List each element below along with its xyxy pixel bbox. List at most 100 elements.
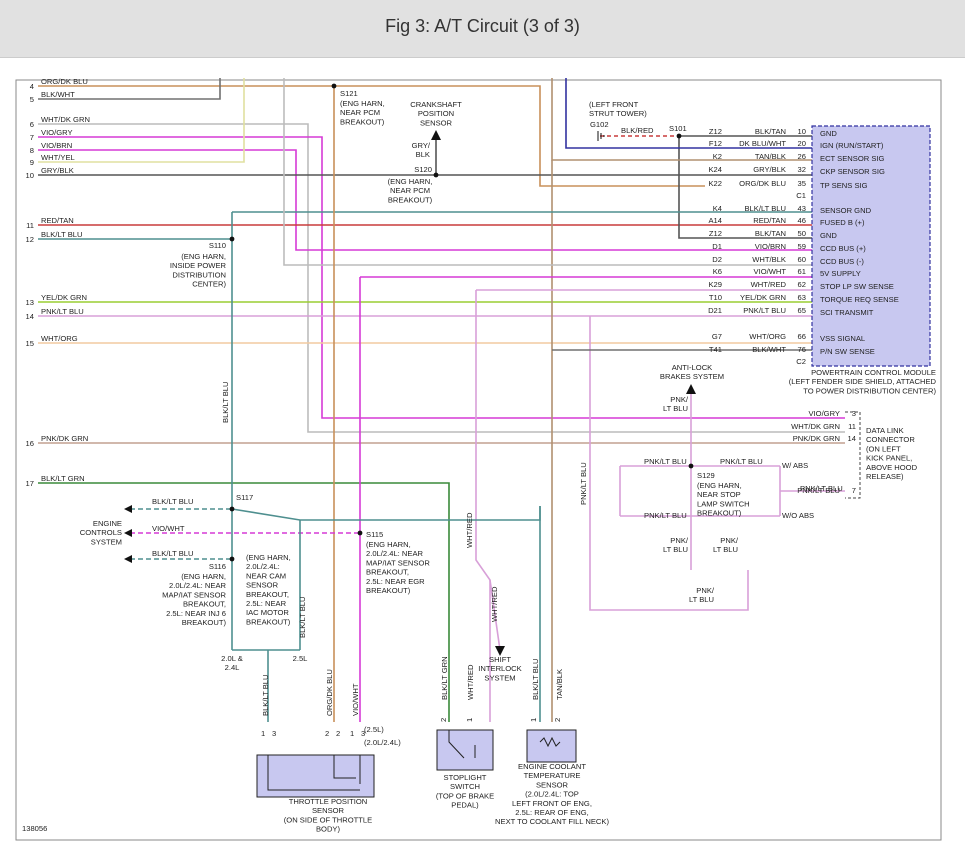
stoplight-pin-1: 1 [465, 718, 474, 722]
pcm-pin-color: RED/TAN [753, 216, 786, 225]
ecs-label: CONTROLS [80, 528, 122, 537]
wire-label-w9: WHT/YEL [41, 153, 75, 162]
ect-wire-1: BLK/LT BLU [531, 658, 540, 700]
ect-desc: 2.5L: REAR OF ENG, [515, 808, 588, 817]
pcm-description: TO POWER DISTRIBUTION CENTER) [803, 386, 936, 395]
pcm-pin-circuit: F12 [709, 139, 722, 148]
s129-dot [688, 463, 694, 469]
s116-label: S116 [209, 562, 226, 571]
figure-title: Fig 3: A/T Circuit (3 of 3) [385, 16, 580, 36]
s110-desc: (ENG HARN, [181, 252, 226, 261]
s120-dot [433, 172, 439, 178]
pcm-pin-label: VSS SIGNAL [820, 334, 865, 343]
wire-number: 12 [26, 235, 34, 244]
stoplight-switch-box [436, 729, 494, 771]
s115-desc: 2.5L: NEAR EGR [366, 577, 425, 586]
wire-s117-branch [231, 506, 541, 521]
components-layer [124, 83, 931, 798]
wire-number: 10 [26, 171, 34, 180]
s110-desc: DISTRIBUTION [172, 270, 226, 279]
s120-desc: (ENG HARN, [388, 177, 433, 186]
pcm-pin-color: BLK/WHT [752, 345, 786, 354]
s120-label: S120 [414, 165, 432, 174]
s116-desc: MAP/IAT SENSOR [162, 590, 226, 599]
s117-desc: BREAKOUT, [246, 590, 289, 599]
shift-label: SHIFT [489, 655, 511, 664]
wire-label-w12: BLK/LT BLU [41, 230, 83, 239]
pcm-pin-label: FUSED B (+) [820, 218, 865, 227]
s110-desc: INSIDE POWER [170, 261, 227, 270]
g102-desc: (LEFT FRONT [589, 100, 639, 109]
pcm-pin-circuit: D1 [712, 242, 722, 251]
s129-desc: NEAR STOP [697, 490, 741, 499]
abs-pnk-stack-3: LT BLU [689, 595, 714, 604]
abs-pnk-top-right: PNK/LT BLU [720, 457, 763, 466]
pcm-pin-number: 63 [798, 293, 806, 302]
wire-number: 6 [30, 120, 34, 129]
abs-pnk-top-left: PNK/LT BLU [644, 457, 687, 466]
wire-label-w15: WHT/ORG [41, 334, 78, 343]
tps-pin-number: 1 [350, 729, 354, 738]
wire-number: 15 [26, 339, 34, 348]
stoplight-desc: STOPLIGHT [444, 773, 487, 782]
pcm-pin-number: 26 [798, 152, 806, 161]
ecs-label: SYSTEM [91, 537, 122, 546]
ecs-wire-3: BLK/LT BLU [152, 549, 194, 558]
pcm-pin-circuit: Z12 [709, 127, 722, 136]
crank-label: POSITION [418, 109, 454, 118]
ecs-wire-1: BLK/LT BLU [152, 497, 194, 506]
tps-pin-number: 2 [336, 729, 340, 738]
s120-desc: NEAR PCM [390, 186, 430, 195]
pcm-pin-label: TP SENS SIG [820, 181, 868, 190]
s117-desc: (ENG HARN, [246, 553, 291, 562]
ect-internal [539, 736, 561, 748]
shift-label: SYSTEM [484, 673, 515, 682]
abs-wo-label: W/O ABS [782, 511, 814, 520]
abs-pnk-stack-2: PNK/ [720, 536, 739, 545]
dlc-description: ABOVE HOOD [866, 463, 918, 472]
pcm-pin-number: 76 [798, 345, 806, 354]
abs-pnk-stack-2: LT BLU [713, 545, 738, 554]
pcm-pin-color: DK BLU/WHT [739, 139, 786, 148]
pcm-pin-color: GRY/BLK [753, 165, 786, 174]
diagram-frame [15, 79, 942, 841]
pcm-pin-color: PNK/LT BLU [743, 306, 786, 315]
wire-shift [489, 579, 501, 651]
s120-desc: BREAKOUT) [388, 195, 433, 204]
wire-number: 4 [30, 82, 34, 91]
tps-desc: (ON SIDE OF THROTTLE [284, 815, 372, 824]
wire-number: 7 [30, 133, 34, 142]
s115-desc: BREAKOUT) [366, 586, 411, 595]
wire-label-w5: BLK/WHT [41, 90, 75, 99]
pcm-pin-label: GND [820, 231, 837, 240]
abs-pnk-stack-1: LT BLU [663, 545, 688, 554]
dlc-description: DATA LINK [866, 426, 904, 435]
pcm-pin-label: GND [820, 129, 837, 138]
pcm-pin-number: 61 [798, 267, 806, 276]
pcm-pin-number: 43 [798, 204, 806, 213]
wire-number: 13 [26, 298, 34, 307]
s116-desc: (ENG HARN, [181, 572, 226, 581]
tps-pin-number: 2 [325, 729, 329, 738]
ect-desc: NEXT TO COOLANT FILL NECK) [495, 817, 609, 826]
s110-desc: CENTER) [192, 280, 226, 289]
s117-desc: IAC MOTOR [246, 608, 289, 617]
pcm-connector-c2: C2 [796, 357, 806, 366]
pcm-pin-color: WHT/BLK [752, 255, 786, 264]
abs-pnk-stack-1: PNK/ [670, 536, 689, 545]
crank-arrow [431, 130, 441, 140]
pcm-pin-number: 20 [798, 139, 806, 148]
s117-desc: 2.5L: NEAR [246, 599, 287, 608]
s121-label: S121 [340, 89, 358, 98]
vert-blk-lt-blu-right: BLK/LT BLU [298, 596, 307, 638]
pcm-pin-number: 32 [798, 165, 806, 174]
abs-label: ANTI-LOCK [672, 363, 713, 372]
s116-desc: 2.0L/2.4L: NEAR [169, 581, 227, 590]
pcm-pin-number: 65 [798, 306, 806, 315]
tps-wire-2: ORG/DK BLU [325, 669, 334, 716]
wire-5-blk-wht [38, 78, 221, 100]
wire-17-blk-lt-grn [38, 482, 450, 722]
wire-label-w13: YEL/DK GRN [41, 293, 87, 302]
wire-ign [565, 78, 812, 149]
wire-label-w4: ORG/DK BLU [41, 77, 88, 86]
